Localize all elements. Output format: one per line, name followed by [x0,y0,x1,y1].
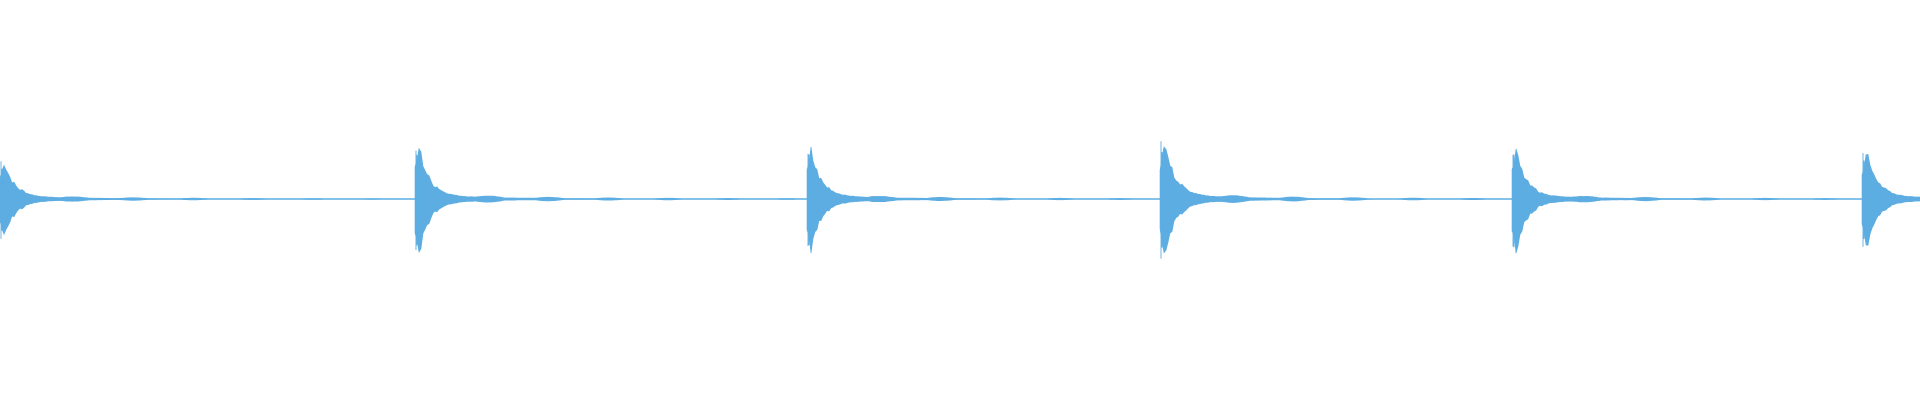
waveform-envelope [1511,148,1893,254]
waveform-transient [1159,141,1541,259]
waveform-envelope [1159,146,1541,254]
waveform-envelope [806,146,1188,254]
waveform-envelope [414,147,796,254]
waveform-transient [0,161,381,239]
waveform-transient [414,147,796,254]
waveform-transient [1861,153,1920,247]
waveform-envelope [1861,153,1920,246]
waveform-transient [806,146,1188,254]
waveform-envelope [0,164,381,236]
waveform-transients [0,141,1920,259]
waveform-transient [1511,148,1893,254]
